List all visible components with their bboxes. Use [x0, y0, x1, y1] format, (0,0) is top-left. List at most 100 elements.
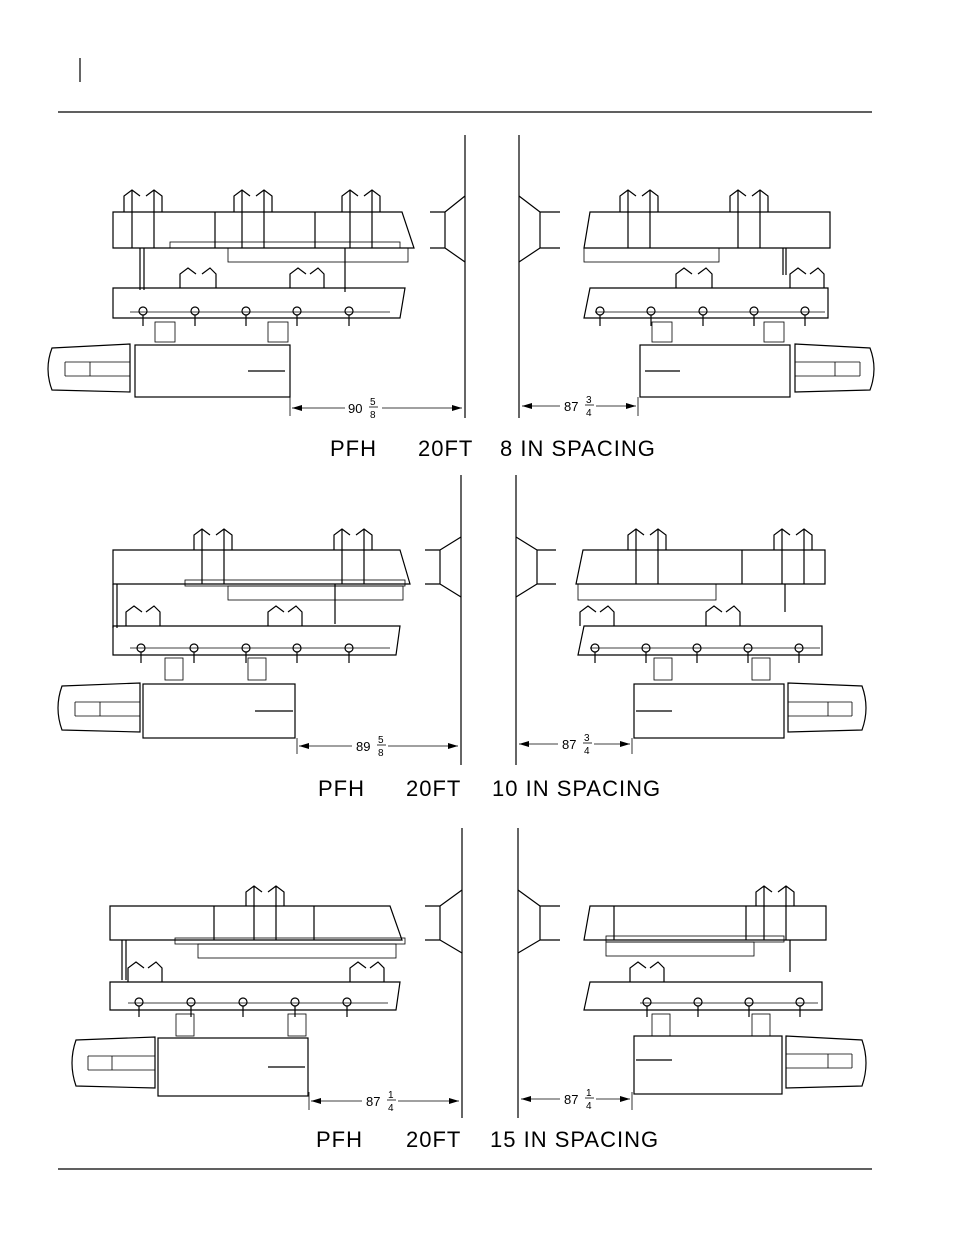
- bracket: [248, 658, 266, 680]
- drill-rank-bar: [113, 288, 405, 318]
- diagram-8in: 90 5 8 87 3 4 PFH 20FT 8 IN SPACING: [48, 135, 874, 461]
- dim-whole: 89: [356, 739, 370, 754]
- mount-plate-lower: [578, 584, 716, 600]
- bracket: [752, 1014, 770, 1036]
- dim-den: 4: [586, 408, 592, 419]
- hitch-joint: [425, 890, 462, 953]
- bracket: [268, 322, 288, 342]
- mount-plate-lower: [198, 944, 396, 958]
- gauge-wheel: [58, 683, 140, 732]
- bracket: [165, 658, 183, 680]
- gauge-wheel: [48, 344, 130, 392]
- mount-plate: [185, 580, 405, 586]
- u-bolt-clamp: [628, 529, 666, 584]
- gauge-wheel: [795, 344, 874, 392]
- gauge-wheel: [72, 1037, 155, 1088]
- diagram-10in: 89 5 8 87 3 4 PFH 20FT 10 IN SPACING: [58, 475, 866, 801]
- u-bolt-clamp: [774, 529, 812, 584]
- caption: PFH 20FT 10 IN SPACING: [318, 776, 661, 801]
- caption-spacing: 10 IN SPACING: [492, 776, 661, 801]
- hitch-joint: [518, 890, 560, 953]
- caption-model: PFH: [330, 436, 377, 461]
- mount-plate: [606, 936, 784, 942]
- u-bolt-clamp: [334, 529, 372, 584]
- hose-nozzles: [596, 307, 809, 326]
- toolbar-beam: [576, 550, 825, 584]
- support-arms: [742, 550, 785, 612]
- caption-spacing: 15 IN SPACING: [490, 1127, 659, 1152]
- mount-plate: [170, 242, 400, 248]
- dimension-left: 90 5 8: [290, 397, 462, 421]
- toolbar-beam: [584, 212, 830, 248]
- right-half-assembly: [518, 886, 866, 1094]
- bracket: [752, 658, 770, 680]
- support-arms: [783, 248, 786, 275]
- dim-num: 3: [586, 395, 592, 406]
- u-bolt-clamp: [342, 190, 380, 248]
- dim-den: 8: [378, 748, 384, 759]
- wheel-axle: [75, 702, 140, 716]
- dim-whole: 87: [564, 1092, 578, 1107]
- hitch-joint: [430, 196, 465, 262]
- mount-plate-lower: [606, 942, 754, 956]
- hose-nozzles: [137, 644, 353, 663]
- hitch-joint: [519, 196, 560, 262]
- bracket: [176, 1014, 194, 1036]
- right-half-assembly: [516, 529, 866, 738]
- u-bolt-clamp: [620, 190, 658, 248]
- bracket: [654, 658, 672, 680]
- rank-clamps: [676, 268, 824, 288]
- drill-rank-bar: [584, 982, 822, 1010]
- caption-model: PFH: [316, 1127, 363, 1152]
- toolbar-beam: [584, 906, 826, 940]
- wheel-axle: [788, 702, 852, 716]
- gauge-wheel: [786, 1036, 866, 1088]
- u-bolt-clamp: [124, 190, 162, 248]
- dimension-right: 87 3 4: [519, 733, 632, 757]
- wheel-axle: [65, 362, 130, 376]
- dim-whole: 87: [564, 399, 578, 414]
- rank-clamps: [580, 606, 740, 626]
- dim-num: 5: [378, 735, 384, 746]
- caption-width: 20FT: [406, 1127, 461, 1152]
- mount-plate-lower: [228, 248, 408, 262]
- caption: PFH 20FT 8 IN SPACING: [330, 436, 656, 461]
- hose-nozzles: [591, 644, 803, 663]
- u-bolt-clamp: [756, 886, 794, 940]
- u-bolt-clamp: [194, 529, 232, 584]
- bracket: [288, 1014, 306, 1036]
- hitch-joint: [425, 537, 461, 597]
- caption-width: 20FT: [418, 436, 473, 461]
- drill-rank-bar: [113, 626, 400, 655]
- hose-nozzles: [135, 998, 351, 1017]
- diagram-15in: 87 1 4 87 1 4 PFH 20FT 15 IN SPACING: [72, 828, 866, 1152]
- dim-den: 4: [388, 1103, 394, 1114]
- bracket: [764, 322, 784, 342]
- left-half-assembly: [58, 529, 461, 738]
- caption-model: PFH: [318, 776, 365, 801]
- dim-num: 1: [388, 1090, 394, 1101]
- caption-width: 20FT: [406, 776, 461, 801]
- rank-clamps: [630, 962, 664, 982]
- dimension-left: 89 5 8: [297, 735, 458, 759]
- dim-num: 1: [586, 1088, 592, 1099]
- dimension-right: 87 1 4: [521, 1088, 632, 1112]
- dim-whole: 87: [366, 1094, 380, 1109]
- caption-spacing: 8 IN SPACING: [500, 436, 656, 461]
- gauge-wheel: [788, 683, 866, 732]
- rank-clamps: [180, 268, 324, 288]
- toolbar-beam: [113, 550, 410, 584]
- caption: PFH 20FT 15 IN SPACING: [316, 1127, 659, 1152]
- drill-rank-bar: [110, 982, 400, 1010]
- frame-tube: [634, 1036, 782, 1094]
- right-half-assembly: [519, 190, 874, 397]
- bracket: [652, 1014, 670, 1036]
- mount-plate-lower: [584, 248, 719, 262]
- dim-num: 5: [370, 397, 376, 408]
- bracket: [652, 322, 672, 342]
- hose-nozzles: [139, 307, 353, 326]
- wheel-axle: [88, 1056, 155, 1070]
- hitch-joint: [516, 537, 556, 597]
- u-bolt-clamp: [730, 190, 768, 248]
- left-half-assembly: [48, 190, 465, 397]
